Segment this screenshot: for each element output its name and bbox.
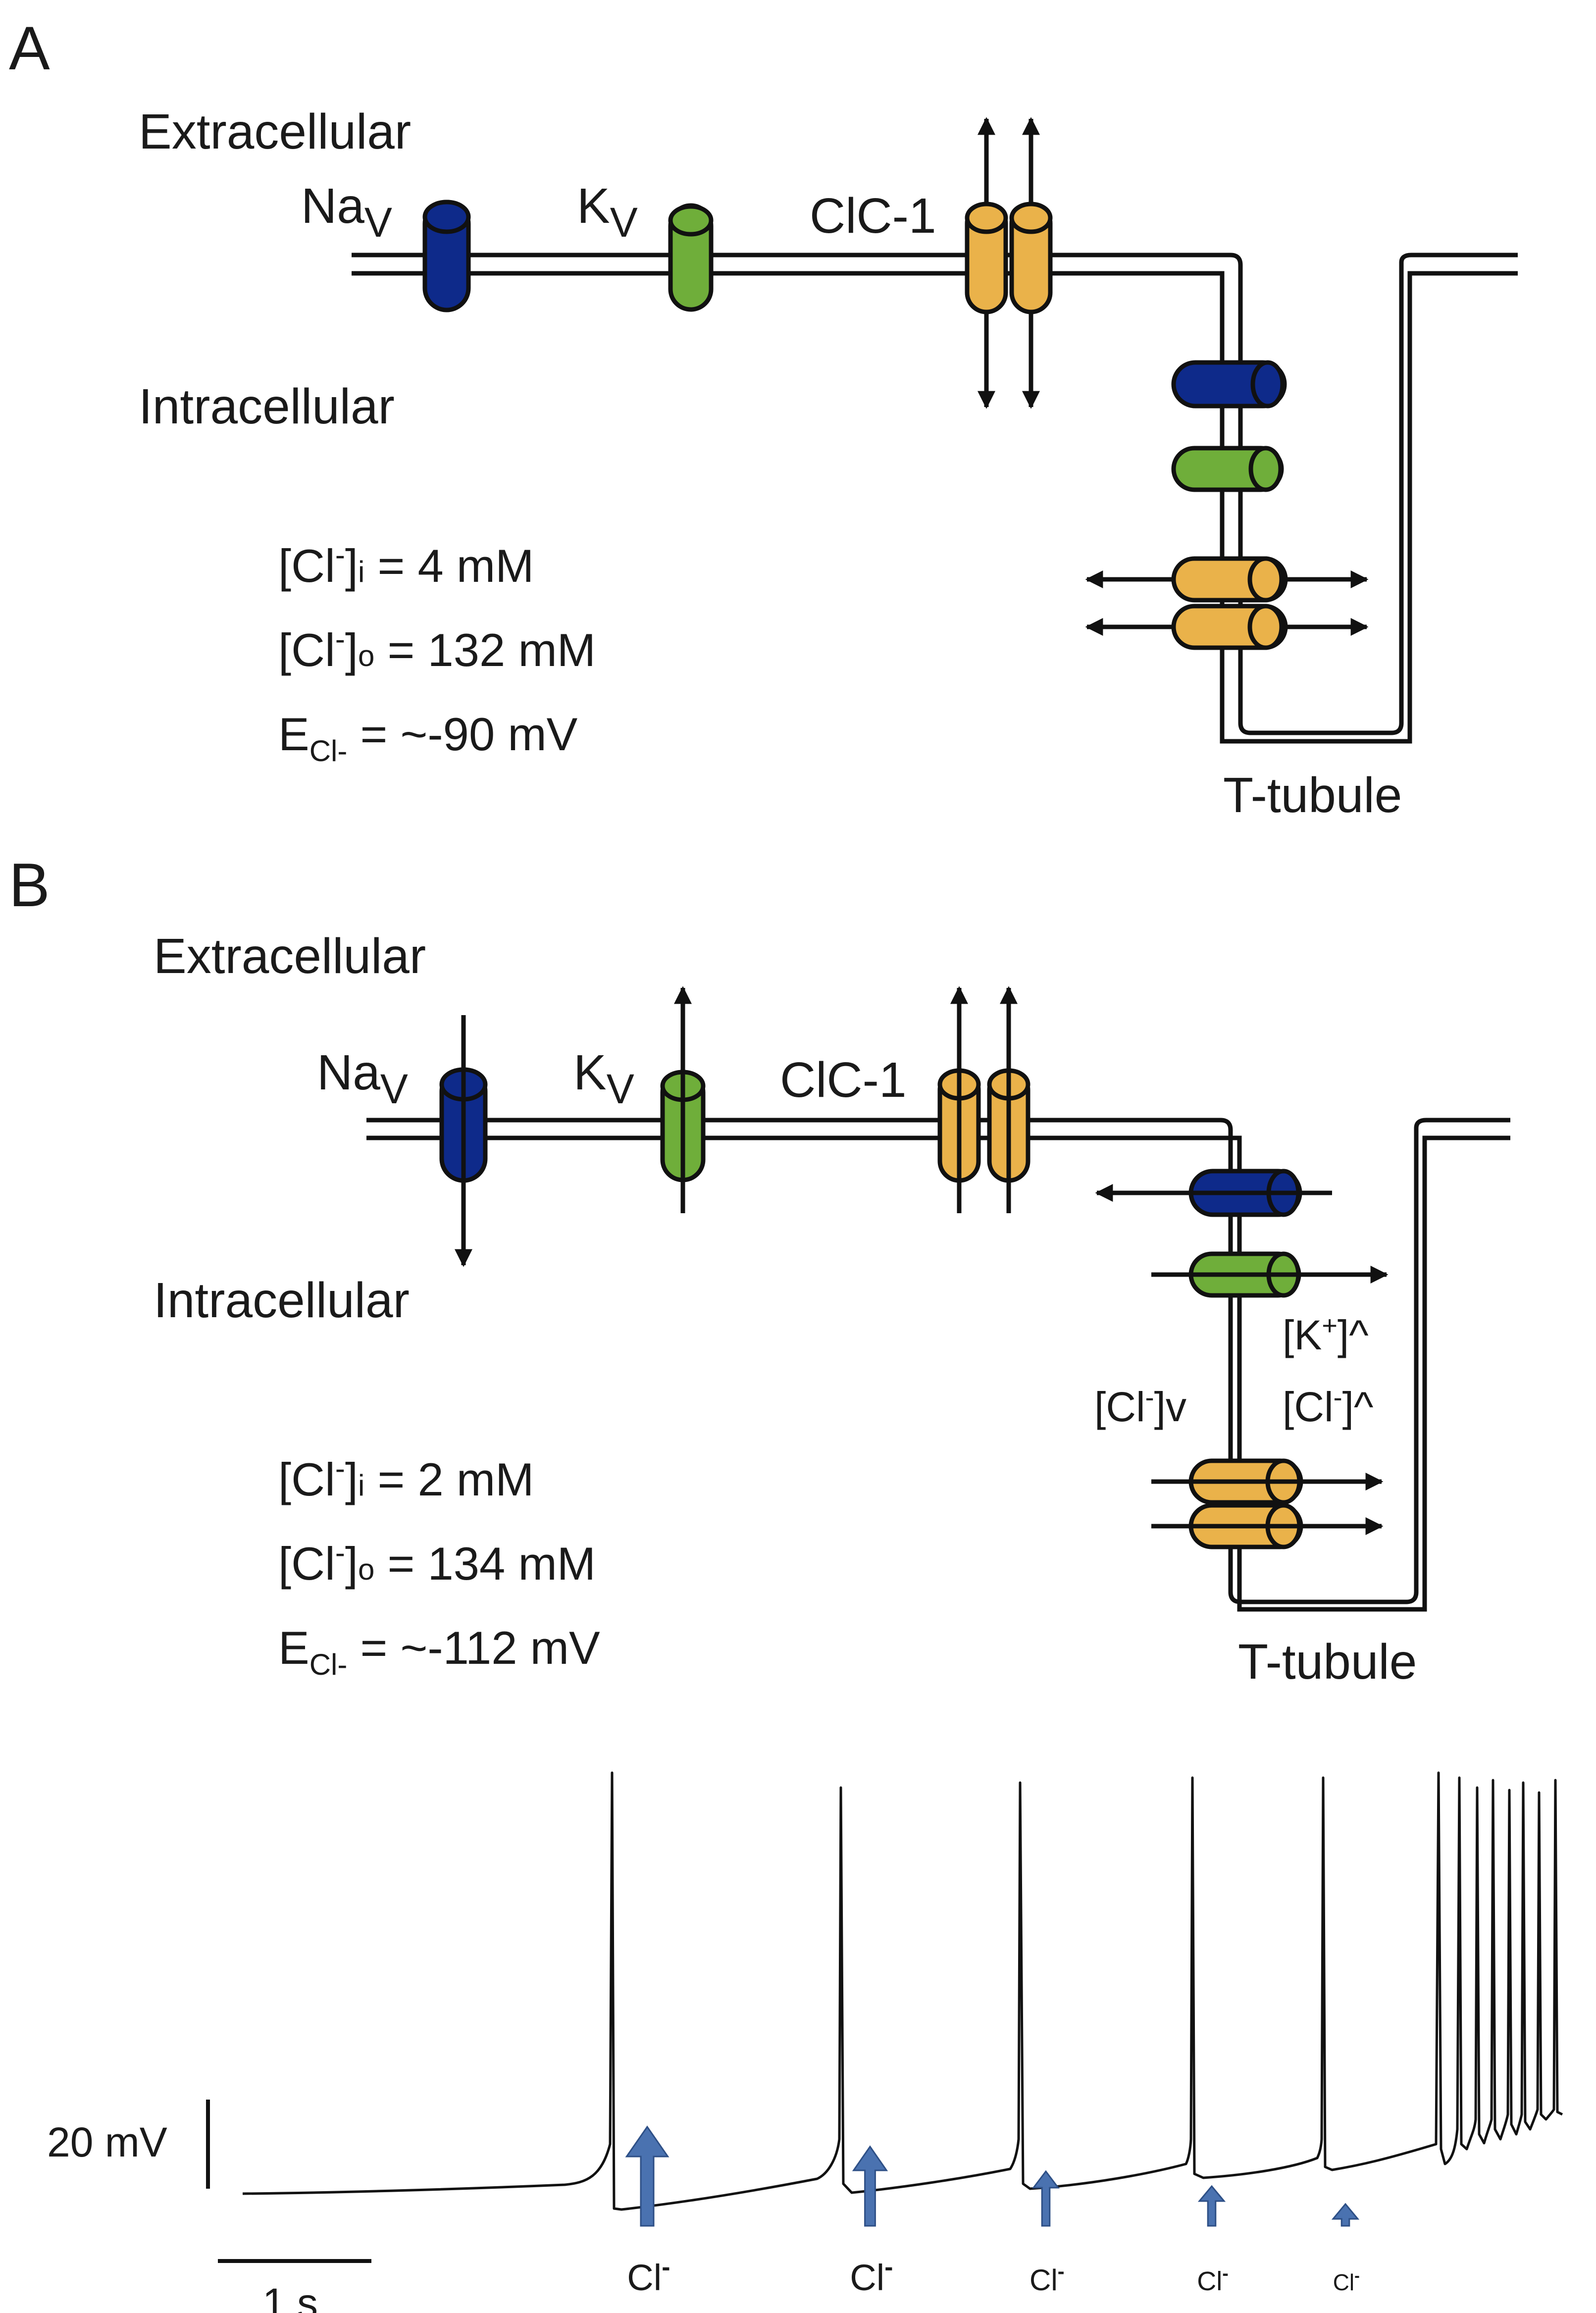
cl-o-b: [Cl-]o = 134 mM	[278, 1536, 596, 1590]
chloride-arrow	[1032, 2170, 1060, 2227]
chloride-label: Cl-	[850, 2252, 893, 2298]
e-cl-a: ECl- = ~-90 mV	[278, 708, 578, 768]
extracellular-label-a: Extracellular	[139, 104, 411, 159]
chloride-label: Cl-	[1030, 2260, 1065, 2297]
clc1-ttubule-channel-a	[1171, 556, 1288, 650]
k-up-label: [K+]^	[1283, 1311, 1369, 1358]
cl-i-b: [Cl-]i = 2 mM	[278, 1452, 534, 1505]
scale-bar-s-label: 1 s	[262, 2280, 318, 2313]
clc1-arrows-a	[978, 117, 1040, 409]
intracellular-label-a: Intracellular	[139, 379, 395, 434]
panel-a-letter: A	[9, 14, 50, 83]
cl-o-a: [Cl-]o = 132 mM	[278, 622, 596, 676]
chloride-arrow	[1197, 2185, 1226, 2227]
chloride-labels: Cl- Cl- Cl- Cl- Cl-	[627, 2252, 1360, 2298]
chloride-label: Cl-	[627, 2252, 670, 2298]
panel-b: B Extracellular Intracellular NaV KV ClC…	[9, 851, 1510, 1690]
panel-a: A Extracellular Intracellular NaV KV ClC…	[9, 14, 1518, 823]
clc1-ttubule-arrows-b	[1151, 1473, 1384, 1535]
nav-label-b: NaV	[317, 1045, 408, 1112]
clc1-channel-a	[965, 202, 1053, 314]
intracellular-label-b: Intracellular	[154, 1273, 410, 1328]
membrane-potential-trace	[242, 1771, 1563, 2211]
cl-down-label: [Cl-]v	[1094, 1383, 1186, 1430]
kv-ttubule-channel-a	[1171, 446, 1284, 492]
kv-label-b: KV	[573, 1045, 634, 1112]
membrane-a	[352, 253, 1518, 744]
clc1-ttubule-channel-b	[1188, 1458, 1303, 1549]
cl-i-a: [Cl-]i = 4 mM	[278, 538, 534, 592]
nav-label-a: NaV	[301, 178, 392, 246]
chloride-arrow	[1331, 2203, 1360, 2227]
extracellular-label-b: Extracellular	[154, 928, 426, 984]
clc1-arrows-b	[950, 986, 1018, 1213]
cl-up-label: [Cl-]^	[1283, 1383, 1373, 1430]
kv-channel-a	[668, 203, 714, 312]
chloride-arrow	[625, 2125, 669, 2227]
nav-ttubule-channel-a	[1171, 360, 1287, 409]
ttubule-label-b: T-tubule	[1238, 1634, 1417, 1690]
clc1-channel-b	[937, 1068, 1030, 1183]
ttubule-label-a: T-tubule	[1223, 768, 1402, 823]
clc1-ttubule-arrows-a	[1085, 570, 1369, 636]
voltage-trace: 20 mV 1 s Cl- Cl- Cl- Cl- Cl-	[47, 1771, 1563, 2313]
chloride-arrow	[852, 2145, 888, 2227]
chloride-label: Cl-	[1197, 2263, 1229, 2296]
clc1-label-a: ClC-1	[810, 188, 936, 244]
e-cl-b: ECl- = ~-112 mV	[278, 1622, 600, 1681]
chloride-arrows	[625, 2125, 1360, 2227]
clc1-label-b: ClC-1	[780, 1052, 907, 1108]
membrane-b	[366, 1118, 1510, 1612]
kv-label-a: KV	[577, 178, 638, 246]
nav-channel-a	[422, 200, 471, 312]
panel-b-letter: B	[9, 851, 50, 920]
chloride-label: Cl-	[1333, 2267, 1360, 2295]
scale-bar-mv-label: 20 mV	[47, 2119, 167, 2165]
